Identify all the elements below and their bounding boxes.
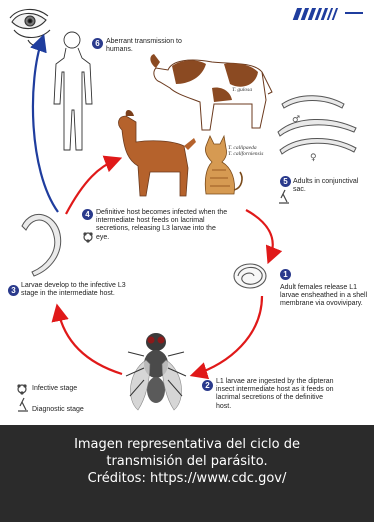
step-4-badge: 4	[82, 209, 93, 220]
male-symbol: ♂	[292, 115, 300, 125]
dog-icon	[119, 110, 196, 196]
step-5-text: Adults in conjunctival sac.	[293, 178, 369, 194]
cdc-logo-icon	[293, 8, 363, 20]
l3-larva-icon	[22, 214, 61, 276]
microscope-icon	[279, 190, 289, 203]
caption-line-2: transmisión del parásito.	[0, 453, 374, 470]
step-2-badge: 2	[202, 380, 213, 391]
step-2-text: L1 larvae are ingested by the dipteran i…	[216, 378, 336, 411]
cow-icon	[150, 54, 272, 130]
larva-icon	[234, 264, 266, 288]
biohazard-icon	[17, 384, 26, 394]
female-symbol: ♀	[310, 153, 317, 163]
arrow-l1-to-fly	[196, 296, 262, 374]
human-icon	[54, 32, 92, 150]
legend-infective-stage: Infective stage	[32, 385, 77, 393]
arrow-fly-to-l3	[58, 310, 122, 374]
step-4-text: Definitive host becomes infected when th…	[96, 209, 230, 242]
arrow-l3-to-dog	[66, 160, 116, 214]
life-cycle-diagram: ♂ ♀	[0, 0, 374, 425]
eye-icon	[10, 9, 50, 46]
worm-icon	[278, 96, 356, 154]
step-6-text: Aberrant transmission to humans.	[106, 38, 186, 54]
step-1-badge: 1	[280, 269, 291, 280]
caption-line-3: Créditos: https://www.cdc.gov/	[0, 470, 374, 487]
step-6-badge: 6	[92, 38, 103, 49]
fly-icon	[126, 333, 186, 410]
arrow-adults-to-l1	[246, 210, 273, 258]
microscope-icon	[18, 398, 28, 411]
species-californiensis: T. californiensis	[228, 151, 263, 157]
step-1-text: Adult females release L1 larvae ensheath…	[280, 284, 370, 309]
step-3-text: Larvae develop to the infective L3 stage…	[21, 282, 141, 298]
arrow-to-human	[33, 40, 58, 212]
step-5-badge: 5	[280, 176, 291, 187]
caption-line-1: Imagen representativa del ciclo de	[0, 436, 374, 453]
image-caption: Imagen representativa del ciclo de trans…	[0, 425, 374, 522]
legend-diagnostic-stage: Diagnostic stage	[32, 406, 84, 414]
species-gulosa: T. gulosa	[232, 87, 252, 93]
step-3-badge: 3	[8, 285, 19, 296]
biohazard-icon	[83, 232, 92, 242]
